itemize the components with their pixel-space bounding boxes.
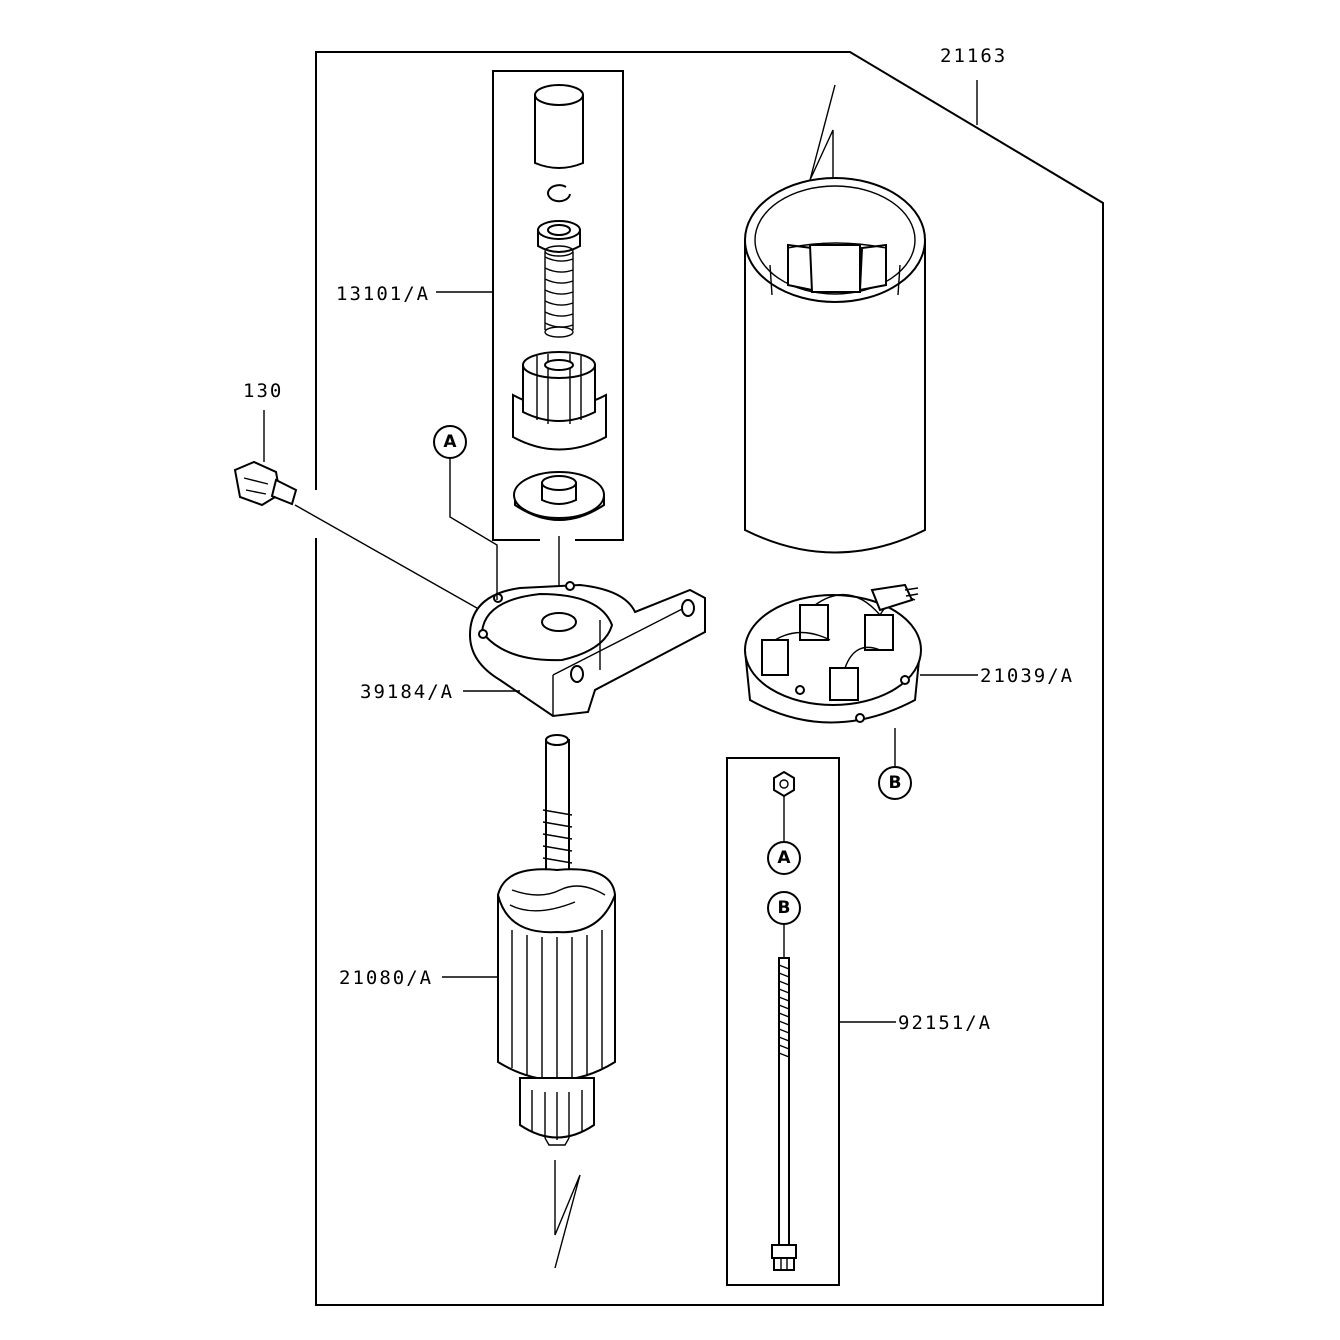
label-armature: 21080/A (339, 967, 433, 989)
hex-nut (773, 770, 795, 798)
label-through-bolt: 92151/A (898, 1012, 992, 1034)
ref-circle-a-bracket: A (433, 425, 467, 459)
label-assembly: 21163 (940, 45, 1007, 67)
armature (496, 734, 617, 1146)
leader-ref-a-bracket (449, 458, 498, 600)
brush-holder (743, 583, 922, 724)
through-bolt (771, 957, 797, 1271)
ref-circle-b-bolt: B (767, 891, 801, 925)
label-bracket: 39184/A (360, 681, 454, 703)
assembly-frame (315, 51, 1104, 1306)
ref-a-label: A (443, 432, 457, 452)
armature-break-line (554, 1160, 581, 1269)
ref-circle-a-nut: A (767, 841, 801, 875)
pinion-bushing (537, 220, 581, 253)
label-brush-holder: 21039/A (980, 665, 1074, 687)
label-bolt: 130 (243, 380, 283, 402)
retaining-ring (547, 184, 571, 203)
pinion-spring (544, 245, 574, 338)
pinion-stop-plate (513, 471, 605, 521)
pinion-stop-collar (534, 84, 584, 169)
pinion-gear (512, 351, 607, 451)
label-pinion-kit: 13101/A (336, 283, 430, 305)
ref-a-label: A (777, 848, 791, 868)
ref-b-label: B (778, 898, 791, 918)
ref-b-label: B (889, 773, 902, 793)
flange-bolt (233, 460, 298, 507)
ref-circle-b-brush: B (878, 766, 912, 800)
front-bracket (468, 581, 706, 718)
pinion-kit-box (492, 70, 624, 541)
yoke-housing (744, 177, 926, 554)
